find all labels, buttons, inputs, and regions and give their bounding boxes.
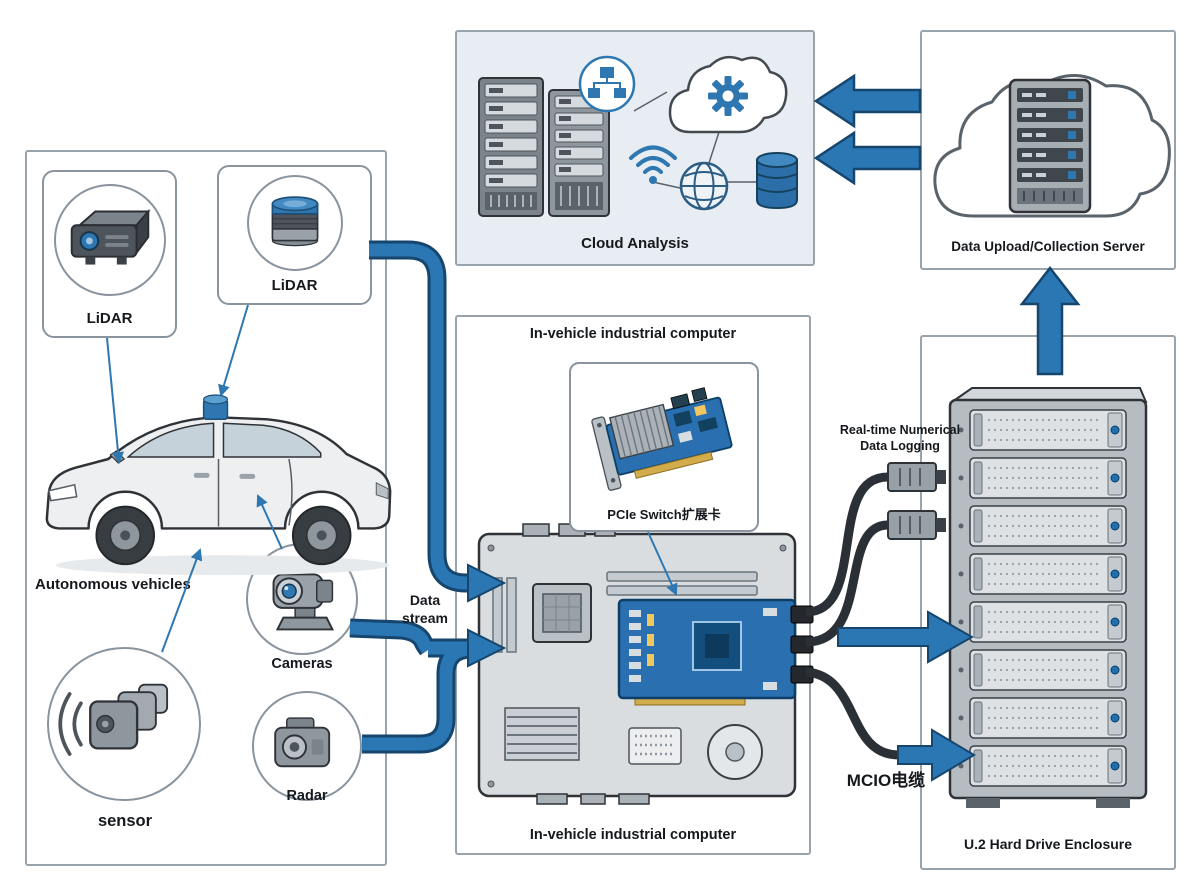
database-icon (756, 152, 798, 210)
realtime-logging-label: Real-time Numerical Data Logging (839, 423, 961, 454)
drive-bay (969, 649, 1127, 691)
drive-bay (969, 697, 1127, 739)
drive-enclosure-illustration (948, 387, 1148, 808)
lidar-callout-box: LiDAR (42, 170, 177, 338)
globe-icon (679, 161, 729, 211)
lidar-puck-circle (247, 175, 343, 271)
sensor-cluster-circle (47, 647, 201, 801)
pcie-card-label: PCIe Switch扩展卡 (607, 507, 721, 522)
drive-bay (969, 601, 1127, 643)
camera-icon (272, 573, 335, 631)
lidar-box-circle (54, 184, 166, 296)
wifi-icon (629, 145, 677, 184)
heatsink-icon (504, 707, 580, 761)
computer-title-top: In-vehicle industrial computer (529, 326, 737, 342)
motherboard-illustration (477, 523, 814, 805)
mcio-cable (805, 472, 889, 617)
lidar-label: LiDAR (86, 310, 133, 327)
upload-server-icon (1008, 78, 1092, 214)
radar-label: Radar (286, 788, 328, 804)
drive-bay (969, 553, 1127, 595)
cloud-gear-icon (668, 55, 788, 134)
mcio-cable (805, 667, 899, 760)
drive-bay (969, 745, 1127, 787)
data-stream-label: Data stream (402, 592, 448, 626)
autonomous-vehicles-label: Autonomous vehicles (35, 576, 191, 593)
upload-server-box: Data Upload/Collection Server (920, 30, 1176, 270)
sitemap-icon (578, 55, 636, 113)
lidar-puck-callout-box: LiDAR (217, 165, 372, 305)
cloud-analysis-title: Cloud Analysis (581, 235, 689, 252)
cameras-label: Cameras (271, 656, 333, 672)
drive-bay (969, 457, 1127, 499)
enclosure-title: U.2 Hard Drive Enclosure (963, 836, 1133, 852)
pcie-card-on-board (617, 598, 814, 706)
gear-icon (708, 76, 748, 116)
server-rack-icon (478, 77, 544, 217)
pcie-card-icon (591, 387, 733, 491)
computer-box: In-vehicle industrial computer (455, 315, 814, 855)
upload-server-title: Data Upload/Collection Server (951, 239, 1145, 254)
mcio-cable-label: MCIO电缆 (846, 771, 926, 790)
cloud-analysis-box: Cloud Analysis (455, 30, 815, 266)
sensor-cluster-icon (58, 683, 169, 756)
fan-icon (707, 724, 763, 780)
roof-lidar-dome (202, 394, 229, 421)
lidar-puck-icon (271, 196, 319, 247)
lidar-label: LiDAR (271, 277, 318, 294)
lidar-box-icon (70, 208, 151, 265)
server-rack-icon (548, 89, 610, 217)
pcie-card-callout: PCIe Switch扩展卡 (569, 362, 759, 532)
sensor-section-box: LiDAR LiDAR (25, 150, 392, 866)
drive-bay (969, 505, 1127, 547)
radar-icon (274, 717, 331, 768)
sensor-section-label: sensor (97, 812, 153, 830)
server-to-cloud-arrows (813, 73, 922, 186)
cpu-icon (532, 583, 592, 643)
computer-title-bottom: In-vehicle industrial computer (529, 827, 737, 843)
dotted-component (628, 727, 682, 765)
mcio-cable (805, 520, 889, 647)
enclosure-box: U.2 Hard Drive Enclosure (920, 335, 1176, 870)
drive-bay (969, 409, 1127, 451)
radar-circle (252, 691, 362, 801)
cloud-analysis-illustration (478, 55, 798, 217)
upload-server-illustration (933, 74, 1171, 218)
autonomous-car-illustration (45, 394, 392, 576)
